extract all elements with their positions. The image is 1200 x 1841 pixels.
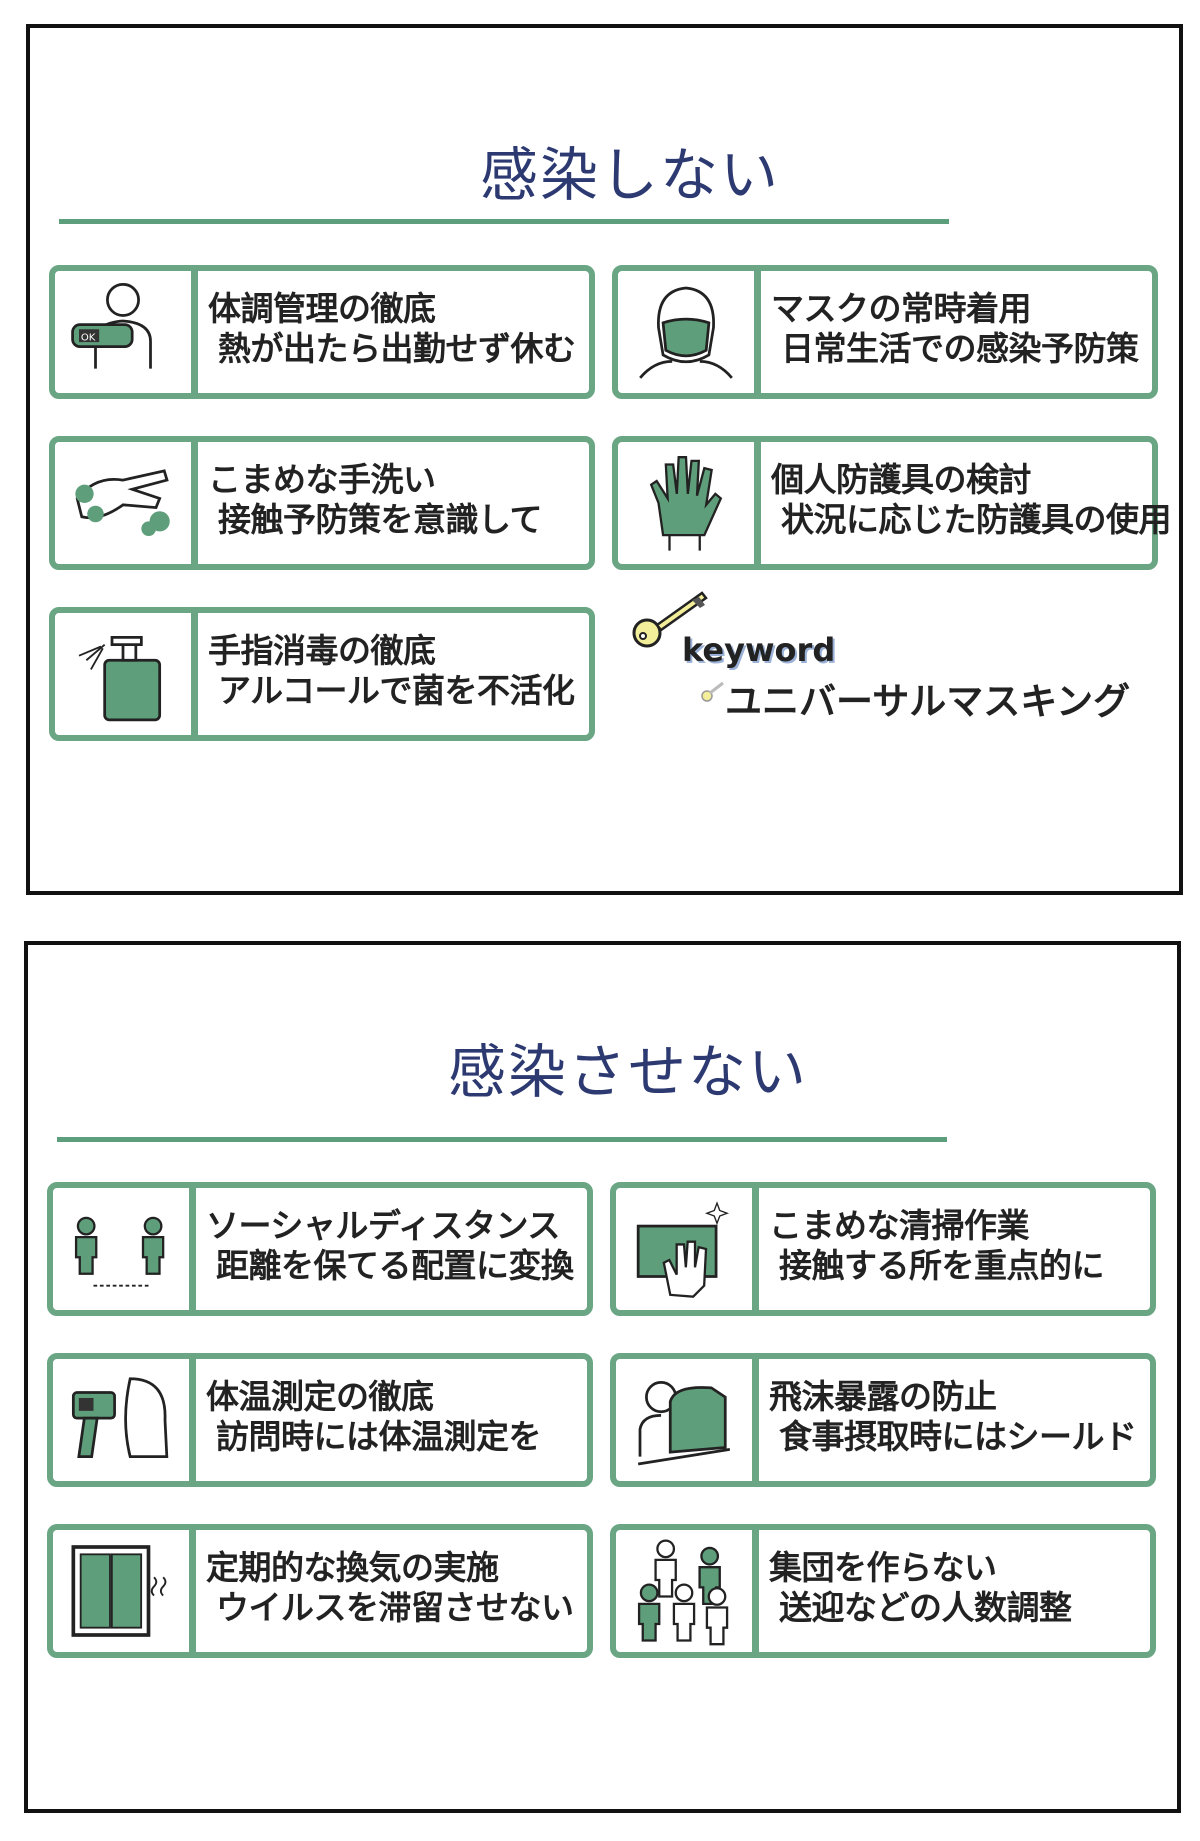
title-underline <box>59 219 949 224</box>
measure-card: 手指消毒の徹底アルコールで菌を不活化 <box>49 607 595 741</box>
glove-icon <box>649 456 723 551</box>
card-heading: 集団を作らない <box>769 1548 997 1587</box>
card-heading: 体温測定の徹底 <box>206 1377 434 1416</box>
handwashing-icon <box>75 469 170 536</box>
measure-card: こまめな手洗い接触予防策を意識して <box>49 436 595 570</box>
card-description: アルコールで菌を不活化 <box>218 671 575 710</box>
measure-card: 定期的な換気の実施ウイルスを滞留させない <box>47 1524 593 1658</box>
measure-card: 体温測定の徹底訪問時には体温測定を <box>47 1353 593 1487</box>
card-text: 体温測定の徹底訪問時には体温測定を <box>196 1359 542 1481</box>
measure-card: こまめな清掃作業接触する所を重点的に <box>610 1182 1156 1316</box>
card-text: 集団を作らない送迎などの人数調整 <box>759 1530 1072 1652</box>
icon-box <box>618 442 761 564</box>
card-heading: こまめな手洗い <box>208 460 436 499</box>
window-ventilation-icon <box>71 1545 167 1637</box>
social-distance-icon <box>74 1216 165 1287</box>
title-underline <box>57 1137 947 1142</box>
section-title: 感染しない <box>479 141 780 209</box>
card-description: 状況に応じた防護具の使用 <box>781 500 1172 539</box>
icon-box <box>618 271 761 393</box>
mask-icon <box>639 286 733 379</box>
section-title: 感染させない <box>447 1038 808 1106</box>
card-text: 体調管理の徹底熱が出たら出勤せず休む <box>198 271 576 393</box>
icon-box <box>53 1530 196 1652</box>
keyword-block: keyword ユニバーサルマスキング <box>630 583 1150 723</box>
measure-card: 飛沫暴露の防止食事摂取時にはシールド <box>610 1353 1156 1487</box>
card-description: 接触予防策を意識して <box>218 500 543 539</box>
card-description: 熱が出たら出勤せず休む <box>218 329 576 368</box>
key-icon <box>632 591 708 648</box>
card-heading: 定期的な換気の実施 <box>206 1548 499 1587</box>
keyword-value: ユニバーサルマスキング <box>725 680 1131 723</box>
icon-box <box>53 1359 196 1481</box>
icon-box <box>616 1188 759 1310</box>
icon-box: OK <box>55 271 198 393</box>
card-heading: 体調管理の徹底 <box>208 289 436 328</box>
card-text: こまめな清掃作業接触する所を重点的に <box>759 1188 1105 1310</box>
shield-partition-icon <box>637 1381 731 1466</box>
card-heading: マスクの常時着用 <box>771 289 1031 328</box>
cleaning-icon <box>636 1201 730 1298</box>
measure-card: 集団を作らない送迎などの人数調整 <box>610 1524 1156 1658</box>
card-text: マスクの常時着用日常生活での感染予防策 <box>761 271 1139 393</box>
card-heading: 手指消毒の徹底 <box>208 631 436 670</box>
card-heading: こまめな清掃作業 <box>769 1206 1030 1245</box>
icon-box <box>55 613 198 735</box>
card-description: 距離を保てる配置に変換 <box>216 1246 574 1285</box>
measure-card: OK 体調管理の徹底熱が出たら出勤せず休む <box>49 265 595 399</box>
card-heading: ソーシャルディスタンス <box>206 1206 560 1245</box>
thermometer-person-icon: OK <box>71 282 152 369</box>
icon-box <box>616 1530 759 1652</box>
card-heading: 飛沫暴露の防止 <box>769 1377 997 1416</box>
panel-prevent-spreading: 感染させない ソーシャルディスタンス距離を保てる配置に変換 こまめな清掃作業接触… <box>24 941 1181 1813</box>
card-description: ウイルスを滞留させない <box>216 1588 574 1627</box>
temperature-gun-icon <box>71 1377 169 1459</box>
measure-card: ソーシャルディスタンス距離を保てる配置に変換 <box>47 1182 593 1316</box>
sanitizer-icon <box>78 635 162 722</box>
card-description: 訪問時には体温測定を <box>216 1417 542 1456</box>
card-heading: 個人防護具の検討 <box>771 460 1032 499</box>
measure-card: 個人防護具の検討状況に応じた防護具の使用 <box>612 436 1172 570</box>
card-description: 日常生活での感染予防策 <box>781 329 1139 368</box>
card-text: 個人防護具の検討状況に応じた防護具の使用 <box>761 442 1172 564</box>
panel-prevent-infection: 感染しない OK 体調管理の徹底熱が出たら出勤せず休む マスクの常時着用日常生活… <box>26 24 1183 895</box>
icon-box <box>55 442 198 564</box>
card-description: 食事摂取時にはシールド <box>779 1417 1137 1456</box>
card-text: 定期的な換気の実施ウイルスを滞留させない <box>196 1530 574 1652</box>
card-description: 接触する所を重点的に <box>779 1246 1105 1285</box>
card-description: 送迎などの人数調整 <box>779 1588 1072 1627</box>
card-text: 飛沫暴露の防止食事摂取時にはシールド <box>759 1359 1137 1481</box>
icon-box <box>53 1188 196 1310</box>
measure-card: マスクの常時着用日常生活での感染予防策 <box>612 265 1158 399</box>
keyword-label: keyword <box>682 631 836 669</box>
small-key-icon <box>701 681 724 702</box>
group-icon <box>637 1539 729 1646</box>
card-text: 手指消毒の徹底アルコールで菌を不活化 <box>198 613 575 735</box>
icon-box <box>616 1359 759 1481</box>
svg-text:OK: OK <box>81 332 96 343</box>
card-text: こまめな手洗い接触予防策を意識して <box>198 442 543 564</box>
card-text: ソーシャルディスタンス距離を保てる配置に変換 <box>196 1188 574 1310</box>
